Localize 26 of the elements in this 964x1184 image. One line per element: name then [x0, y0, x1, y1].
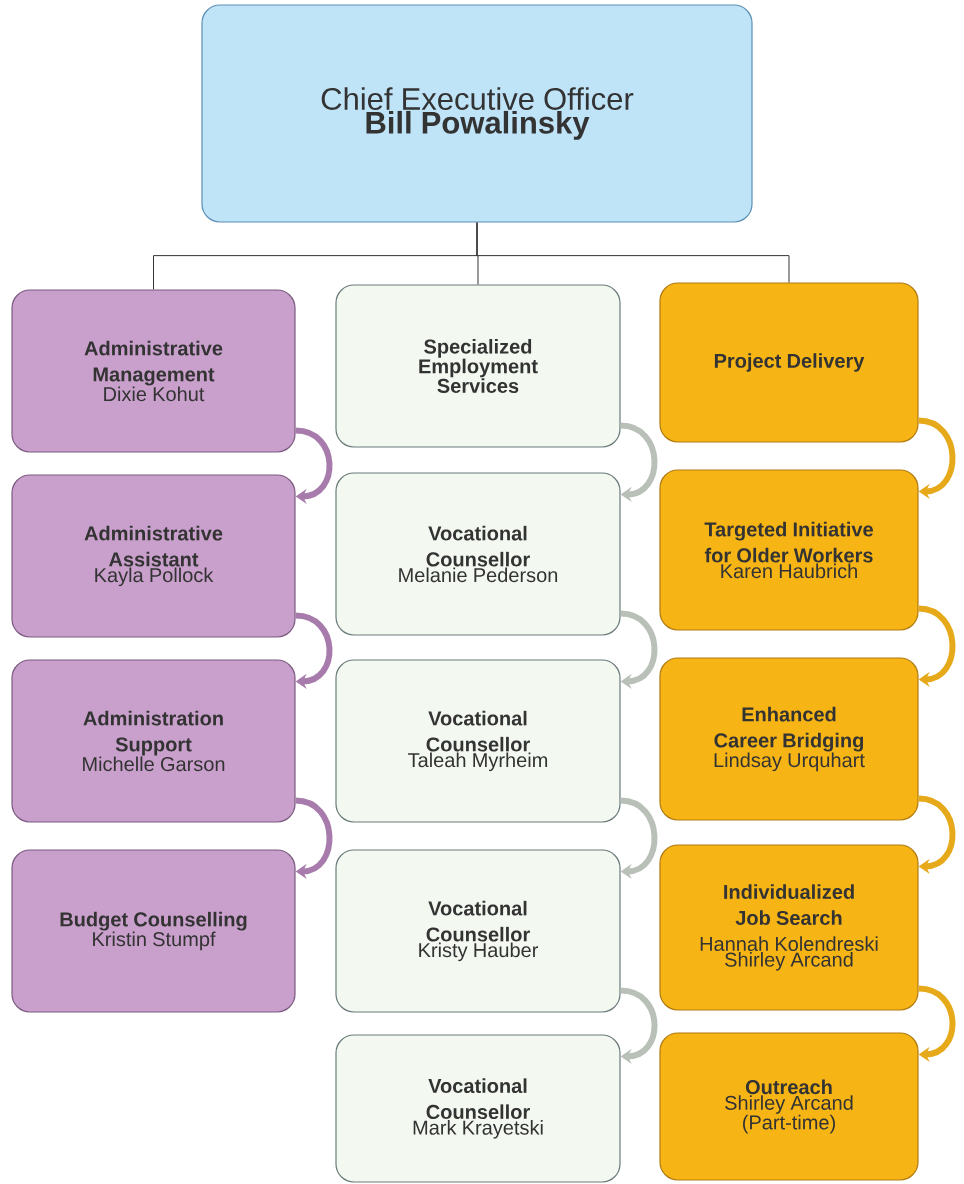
curved-arrow	[620, 610, 658, 690]
curved-arrow	[295, 797, 333, 880]
org-box: Budget Counselling Kristin Stumpf	[11, 849, 296, 1013]
curved-arrow	[295, 612, 333, 690]
org-box: Vocational Counsellor Melanie Pederson	[335, 472, 621, 636]
org-box: Administrative Management Dixie Kohut	[11, 289, 296, 453]
org-box: Vocational Counsellor Taleah Myrheim	[335, 659, 621, 823]
curved-arrow	[918, 605, 956, 688]
org-box: Outreach Shirley Arcand (Part-time)	[659, 1032, 919, 1181]
curved-arrow	[295, 427, 333, 505]
org-box: Project Delivery	[659, 282, 919, 443]
org-box: Targeted Initiative for Older Workers Karen Haubrich	[659, 469, 919, 631]
curved-arrow	[918, 417, 956, 500]
org-box: Vocational Counsellor Mark Krayetski	[335, 1034, 621, 1183]
org-box: Individualized Job Search Hannah Kolendreski Shirley Arcand	[659, 844, 919, 1011]
curved-arrow	[620, 422, 658, 503]
org-box: Administrative Assistant Kayla Pollock	[11, 474, 296, 638]
connector-line	[476, 222, 790, 283]
org-box: Specialized Employment Services	[335, 284, 621, 448]
org-box: Chief Executive Officer Bill Powalinsky	[201, 4, 753, 223]
curved-arrow	[918, 795, 956, 875]
org-box: Vocational Counsellor Kristy Hauber	[335, 849, 621, 1013]
curved-arrow	[620, 987, 658, 1065]
curved-arrow	[620, 797, 658, 880]
org-box: Enhanced Career Bridging Lindsay Urquhart	[659, 657, 919, 821]
org-box: Administration Support Michelle Garson	[11, 659, 296, 823]
